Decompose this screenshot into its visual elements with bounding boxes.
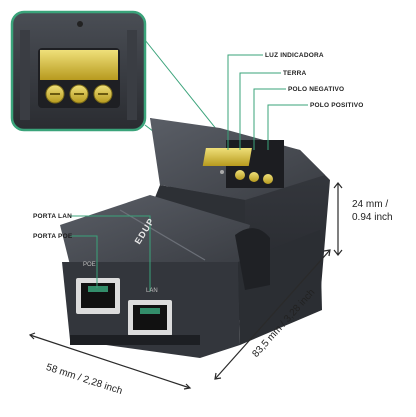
poe-device xyxy=(60,118,330,358)
label-luz-indicadora: LUZ INDICADORA xyxy=(265,52,324,59)
port-lan-jack xyxy=(128,300,172,336)
dim-height-mm: 24 mm / xyxy=(352,199,389,210)
port-poe-jack xyxy=(76,278,120,314)
callout-lines-right xyxy=(227,54,308,150)
dim-height-inch: 0.94 inch xyxy=(352,212,393,223)
label-porta-poe: PORTA POE xyxy=(33,233,73,240)
label-polo-negativo: POLO NEGATIVO xyxy=(288,86,345,93)
port-poe-label: POE xyxy=(83,262,96,268)
dimension-arrows xyxy=(28,182,343,390)
port-lan-label: LAN xyxy=(146,288,158,294)
terminal-screws-inset xyxy=(45,84,113,104)
label-terra: TERRA xyxy=(283,70,307,77)
callout-lines-left xyxy=(70,215,151,292)
label-porta-lan: PORTA LAN xyxy=(33,213,72,220)
terminal-zoom-inset xyxy=(10,10,147,132)
label-polo-positivo: POLO POSITIVO xyxy=(310,102,364,109)
